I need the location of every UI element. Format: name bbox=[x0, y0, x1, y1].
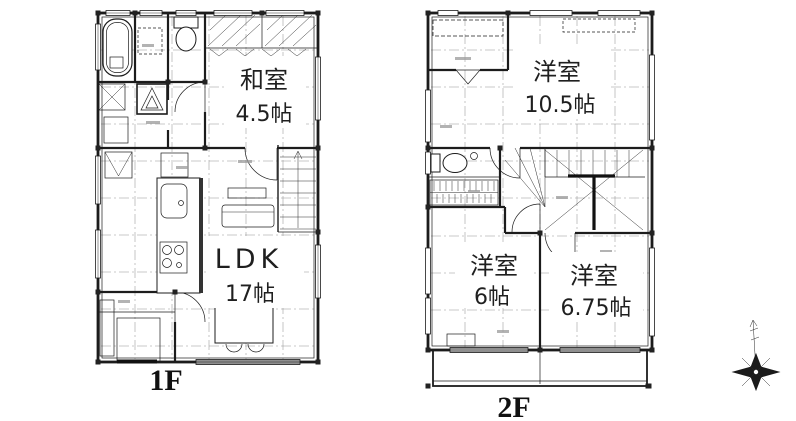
windows-2f bbox=[425, 10, 655, 353]
room-size-yoshitsu-675: 6.75帖 bbox=[561, 296, 632, 321]
room-size-yoshitsu-105: 10.5帖 bbox=[525, 93, 596, 118]
utility-fixtures-1f bbox=[98, 83, 189, 179]
balcony bbox=[432, 349, 648, 387]
cabinet-icon bbox=[562, 18, 636, 33]
label-bg bbox=[224, 56, 306, 128]
storage-box bbox=[98, 83, 126, 111]
room-name-washitsu: 和室 bbox=[240, 66, 288, 94]
room-size-ldk: 17帖 bbox=[225, 282, 275, 307]
floor-label-2f: 2F bbox=[497, 391, 530, 421]
floor-plan-2f: 洋室 10.5帖 洋室 6帖 洋室 6.75帖 2F bbox=[425, 10, 655, 421]
desk-icon bbox=[446, 333, 476, 347]
wic-door-mark bbox=[455, 69, 481, 85]
room-size-yoshitsu-6: 6帖 bbox=[474, 285, 510, 310]
interior-walls-2f bbox=[428, 13, 652, 350]
bathroom bbox=[102, 18, 133, 77]
label-bg bbox=[514, 46, 608, 116]
toilet-1f-icon bbox=[173, 16, 199, 52]
shoe-cabinet bbox=[99, 299, 115, 357]
refrigerator-icon bbox=[160, 152, 189, 178]
label-bg bbox=[549, 252, 643, 320]
toilet-2f-icon bbox=[430, 152, 478, 173]
wic-shelf bbox=[432, 19, 504, 37]
oshiire-closet bbox=[205, 13, 318, 57]
wall-posts-2f bbox=[425, 10, 655, 389]
linen-shelf-hatch bbox=[429, 179, 499, 206]
windows-1f bbox=[95, 10, 321, 365]
room-name-yoshitsu-6: 洋室 bbox=[470, 252, 518, 280]
vanity-box bbox=[103, 116, 129, 144]
stairs-2f-icon bbox=[504, 147, 645, 231]
room-size-washitsu: 4.5帖 bbox=[236, 102, 293, 127]
compass-icon bbox=[731, 319, 781, 392]
label-bg bbox=[455, 242, 533, 308]
door-arcs-1f bbox=[174, 81, 278, 323]
washer-pan-icon bbox=[137, 27, 163, 55]
kitchen-counter bbox=[156, 177, 203, 294]
door-arcs-2f bbox=[489, 147, 576, 264]
label-bg bbox=[208, 236, 304, 308]
room-name-ldk: LDK bbox=[215, 244, 284, 275]
wall-posts-1f bbox=[95, 10, 321, 365]
laundry-box bbox=[104, 151, 133, 179]
water-heater-icon bbox=[136, 83, 168, 115]
entrance-genkan bbox=[98, 299, 175, 364]
room-name-yoshitsu-675: 洋室 bbox=[570, 262, 618, 290]
gas-stove-icon bbox=[159, 241, 188, 274]
floor-label-1f: 1F bbox=[149, 364, 182, 397]
stairs-1f-icon bbox=[277, 145, 318, 233]
room-name-yoshitsu-105: 洋室 bbox=[533, 58, 581, 86]
floor-plan-1f: 和室 4.5帖 LDK 17帖 1F bbox=[95, 10, 321, 397]
sofa-icon bbox=[221, 187, 275, 228]
outer-wall-inner-line-1f bbox=[101, 16, 315, 359]
kitchen-sink-icon bbox=[160, 183, 188, 219]
bathtub-icon bbox=[102, 18, 133, 77]
interior-walls-1f bbox=[98, 13, 318, 362]
